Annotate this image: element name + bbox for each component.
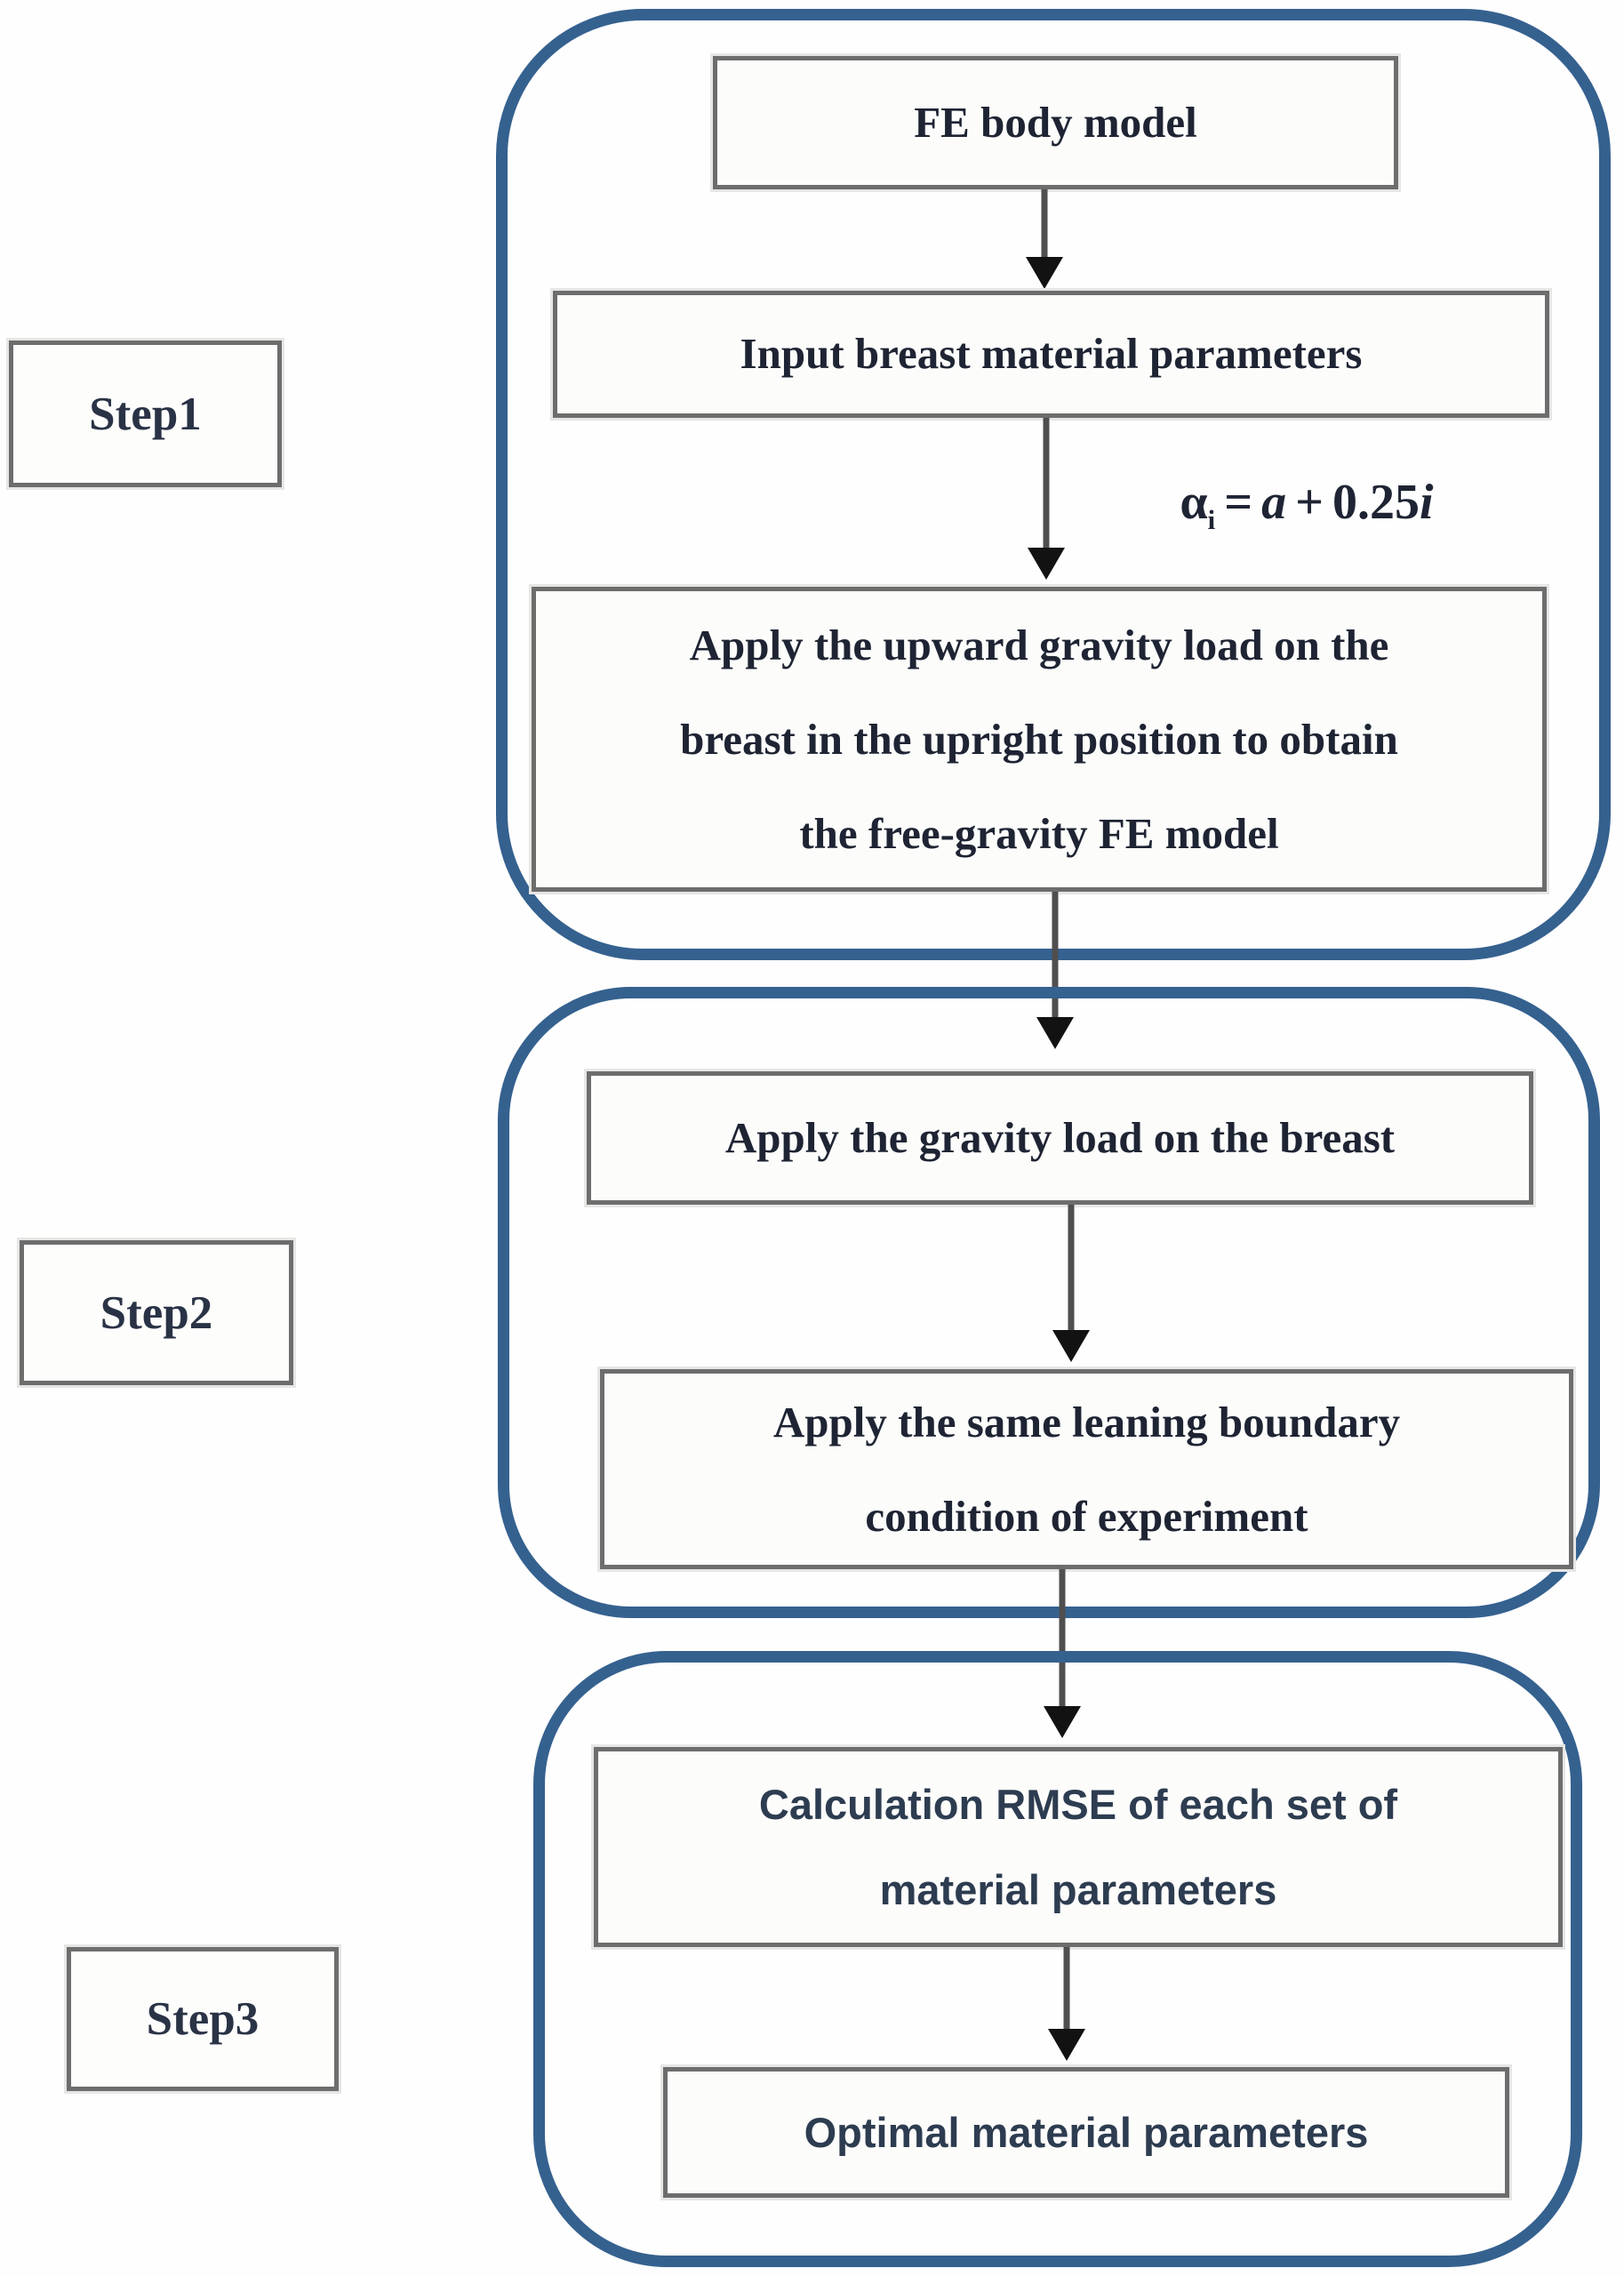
alpha-increment-formula: αi=a+0.25i: [1102, 474, 1511, 536]
input-material-parameters-box: Input breast material parameters: [553, 291, 1549, 418]
flow-arrow-4: [1052, 1205, 1090, 1362]
step1-label-box: Step1: [9, 341, 282, 487]
apply-leaning-boundary-box: Apply the same leaning boundary conditio…: [600, 1369, 1573, 1569]
formula-alpha-subscript: i: [1207, 505, 1216, 536]
formula-plus: +: [1295, 475, 1324, 530]
step3-container: [533, 1651, 1582, 2267]
formula-i-variable: i: [1420, 475, 1434, 530]
step2-label-box: Step2: [20, 1240, 293, 1385]
formula-a-variable: a: [1261, 475, 1287, 530]
apply-gravity-load-text: Apply the gravity load on the breast: [724, 1112, 1396, 1162]
calculation-rmse-box: Calculation RMSE of each set of material…: [594, 1747, 1563, 1947]
formula-alpha: α: [1180, 475, 1208, 530]
fe-body-model-text: FE body model: [914, 97, 1197, 147]
formula-coefficient: 0.25: [1332, 475, 1420, 530]
step2-label: Step2: [100, 1286, 213, 1339]
input-material-parameters-text: Input breast material parameters: [740, 329, 1363, 379]
flow-arrow-6: [1048, 1947, 1085, 2061]
optimal-parameters-box: Optimal material parameters: [663, 2067, 1509, 2198]
calculation-rmse-text: Calculation RMSE of each set of material…: [758, 1780, 1398, 1913]
apply-upward-gravity-text: Apply the upward gravity load on the bre…: [680, 620, 1398, 858]
flow-arrow-1: [1026, 189, 1063, 289]
step1-container: [496, 9, 1611, 960]
fe-body-model-box: FE body model: [713, 56, 1398, 189]
apply-upward-gravity-box: Apply the upward gravity load on the bre…: [532, 587, 1547, 892]
apply-leaning-boundary-text: Apply the same leaning boundary conditio…: [772, 1397, 1401, 1541]
step1-label: Step1: [89, 388, 202, 440]
step3-label-box: Step3: [67, 1947, 339, 2091]
optimal-parameters-text: Optimal material parameters: [804, 2108, 1369, 2156]
step3-label: Step3: [146, 1993, 260, 2045]
formula-equals: =: [1224, 475, 1253, 530]
flow-arrow-2: [1028, 418, 1065, 580]
apply-gravity-load-box: Apply the gravity load on the breast: [587, 1071, 1533, 1205]
